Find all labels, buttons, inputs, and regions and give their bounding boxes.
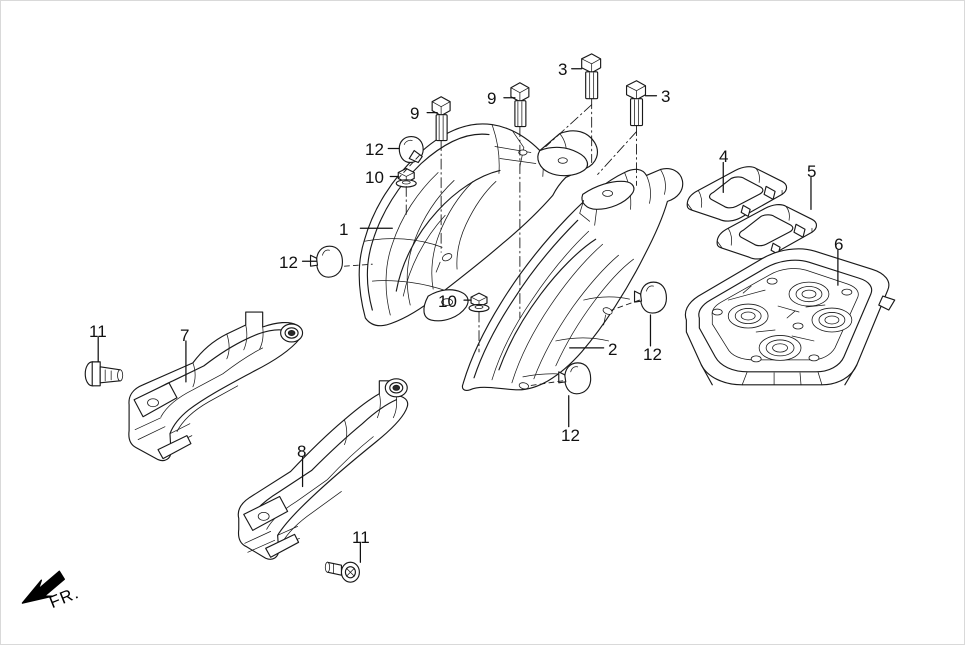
callout-12-b[interactable]: 12 [279, 253, 298, 272]
assembly-axis-lines [343, 98, 640, 387]
callout-3-a[interactable]: 3 [558, 60, 568, 79]
part-12-rubber-grommet-d[interactable] [558, 362, 592, 395]
part-11-step-bolt-left[interactable] [84, 361, 124, 387]
callout-5[interactable]: 5 [807, 162, 817, 181]
part-10-flange-nut-upper[interactable] [395, 167, 417, 188]
callout-7[interactable]: 7 [180, 326, 190, 345]
callout-12-c[interactable]: 12 [643, 345, 662, 364]
part-2-right-side-cover[interactable] [461, 168, 684, 391]
callout-10-b[interactable]: 10 [438, 292, 457, 311]
part-1-left-side-cover[interactable] [358, 123, 598, 327]
part-5-grip-pad-right[interactable] [716, 204, 818, 260]
part-12-rubber-grommet-c[interactable] [633, 281, 668, 314]
part-9-flange-bolt-left[interactable] [431, 96, 451, 142]
part-7-left-grab-rail-bracket[interactable] [128, 311, 304, 462]
callout-12-d[interactable]: 12 [561, 426, 580, 445]
part-8-right-grab-rail-bracket[interactable] [237, 378, 409, 560]
part-9-flange-bolt-center[interactable] [510, 82, 530, 128]
callout-6[interactable]: 6 [834, 235, 844, 254]
callout-leader-lines [97, 68, 839, 563]
front-direction-arrow [21, 570, 65, 604]
part-10-flange-nut-lower[interactable] [468, 292, 490, 313]
part-6-rear-carrier-cover[interactable] [684, 248, 896, 386]
callout-9-a[interactable]: 9 [410, 104, 420, 123]
callout-3-b[interactable]: 3 [661, 87, 671, 106]
part-12-rubber-grommet-b[interactable] [309, 245, 344, 278]
part-4-grip-pad-left[interactable] [686, 166, 788, 222]
callout-9-b[interactable]: 9 [487, 89, 497, 108]
callout-8[interactable]: 8 [297, 442, 307, 461]
callout-2[interactable]: 2 [608, 340, 618, 359]
callout-10-a[interactable]: 10 [365, 168, 384, 187]
callout-1[interactable]: 1 [339, 220, 349, 239]
part-3-flange-bolt-upper-right[interactable] [625, 80, 647, 127]
callout-4[interactable]: 4 [719, 147, 729, 166]
part-11-step-bolt-lower[interactable] [324, 561, 360, 583]
part-3-flange-bolt-upper-left[interactable] [581, 53, 602, 100]
callout-11-b[interactable]: 11 [352, 528, 370, 547]
part-12-rubber-grommet-a[interactable] [398, 136, 424, 164]
callout-11-a[interactable]: 11 [89, 322, 107, 341]
callout-12-a[interactable]: 12 [365, 140, 384, 159]
